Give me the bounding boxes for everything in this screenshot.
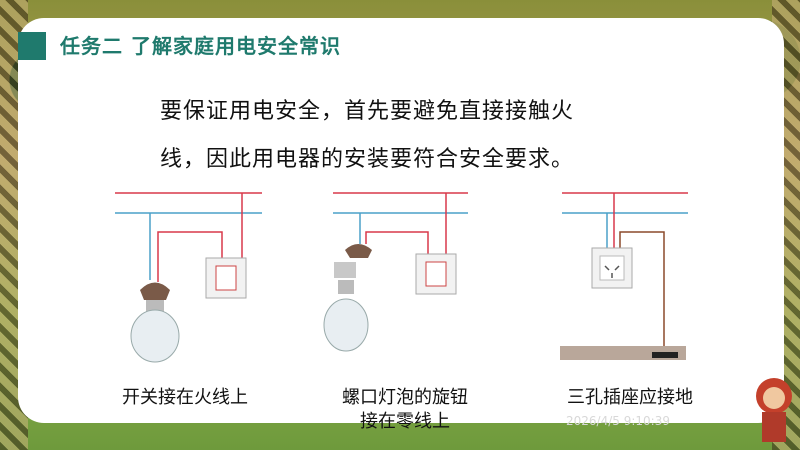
diagram-switch [115, 192, 262, 363]
body-line-2: 线，因此用电器的安装要符合安全要求。 [160, 147, 575, 172]
screw-base [334, 262, 356, 278]
slide-title: 任务二 了解家庭用电安全常识 [60, 34, 341, 58]
title-accent-block [18, 32, 46, 60]
caption-lamp-line-1: 螺口灯泡的旋钮 [342, 387, 468, 408]
caption-socket: 三孔插座应接地 [567, 387, 693, 408]
mascot-character [756, 378, 792, 442]
body-line-1: 要保证用电安全，首先要避免直接接触火 [160, 99, 575, 124]
light-bulb [323, 298, 369, 352]
diagram-socket [560, 192, 688, 360]
body-paragraph: 要保证用电安全，首先要避免直接接触火 线，因此用电器的安装要符合安全要求。 [160, 88, 680, 184]
ground-wire [619, 231, 665, 352]
diagram-screw-lamp [323, 192, 468, 352]
caption-lamp-line-2: 接在零线上 [360, 411, 450, 432]
light-bulb [130, 309, 180, 363]
lamp-holder [140, 282, 170, 300]
lamp-holder [345, 244, 372, 258]
caption-switch: 开关接在火线上 [122, 387, 248, 408]
timestamp-watermark: 2026/4/5 9:10:39 [566, 414, 670, 428]
ground-plate [652, 352, 678, 358]
caption-lamp: 螺口灯泡的旋钮 接在零线上 [320, 386, 490, 434]
